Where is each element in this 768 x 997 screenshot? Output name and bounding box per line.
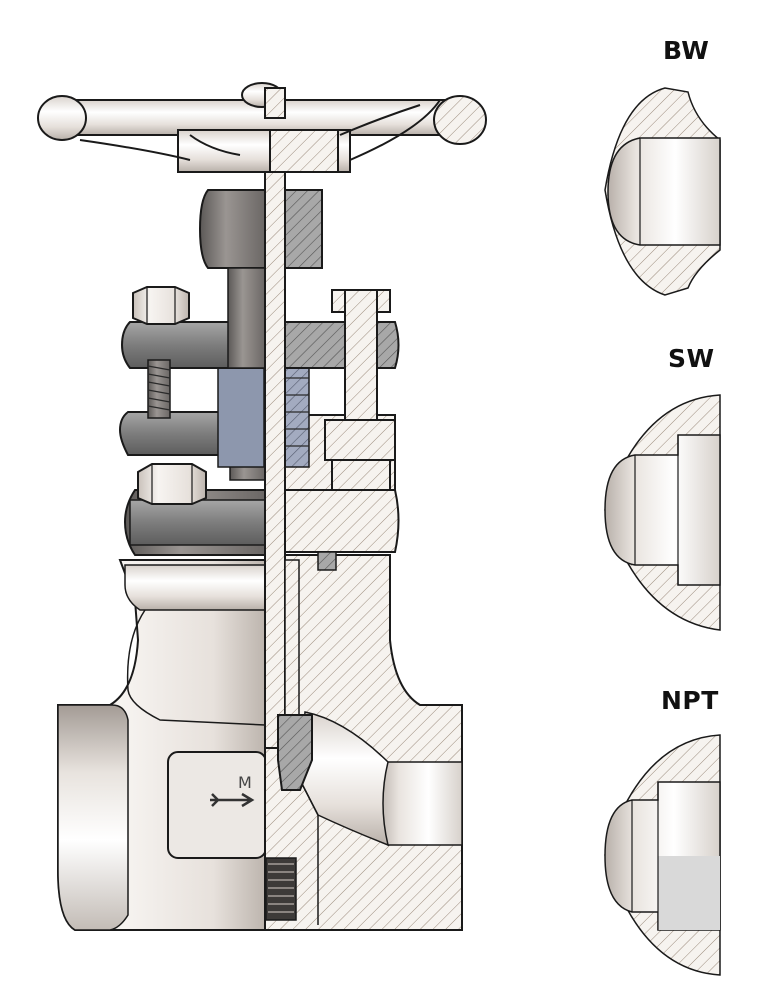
valve-body-exterior: M (57, 559, 267, 931)
nameplate-mark: M (238, 773, 252, 792)
valve-disc (277, 714, 313, 791)
valve-body-section (264, 554, 463, 931)
detail-bw (604, 87, 721, 296)
detail-sw (604, 394, 721, 631)
valve-stem (264, 87, 313, 791)
yoke-sleeve-nut (198, 189, 323, 369)
flow-arrow-icon (210, 792, 255, 808)
gland-eyebolt-left (132, 286, 190, 419)
nameplate (167, 751, 267, 859)
handwheel (37, 82, 487, 173)
label-sw: SW (668, 344, 715, 373)
gland-bolt-right (324, 289, 396, 491)
bonnet-nut-left (137, 463, 207, 505)
valve-assembly: M (37, 82, 487, 931)
label-npt: NPT (661, 686, 719, 715)
detail-npt (604, 734, 721, 976)
label-bw: BW (663, 36, 710, 65)
stem-packing (217, 361, 310, 468)
